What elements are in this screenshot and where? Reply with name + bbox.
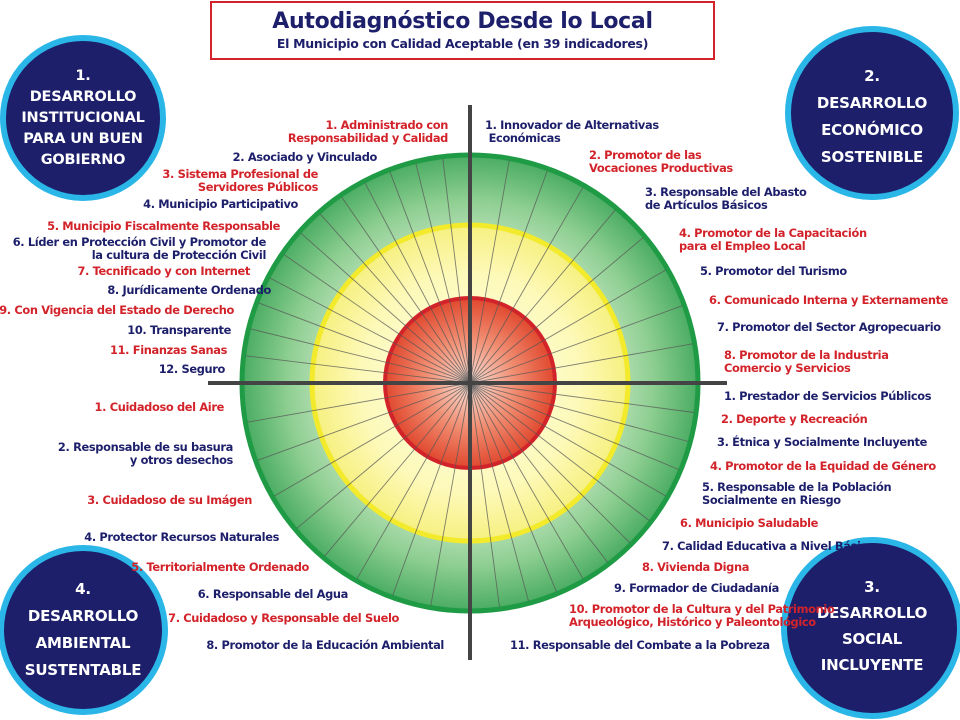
ambiental-spoke-1 [430,382,471,606]
ambiental-spoke-5 [296,382,471,529]
ambiental-spoke-2 [392,382,471,596]
section-circle-2 [785,26,959,200]
institucional-indicator-1: 1. Administrado con Responsabilidad y Ca… [287,118,449,145]
economico-spoke-3 [469,187,584,384]
section-label-3: 3. DESARROLLO SOCIAL INCLUYENTE [816,578,928,674]
ambiental-spoke-3 [356,382,471,579]
economico-indicator-7: 7. Promotor del Sector Agropecuario [717,320,941,334]
social-indicator-2: 2. Deporte y Recreación [721,412,868,426]
ambiental-spoke-4 [324,382,471,557]
institucional-indicator-9: 9. Con Vigencia del Estado de Derecho [0,303,234,317]
indicator-spokes [245,158,695,608]
institucional-spoke-8 [341,196,471,384]
institucional-spoke-6 [300,232,471,384]
ambiental-indicator-1: 1. Cuidadoso del Aire [94,400,225,414]
social-indicator-5: 5. Responsable de la Población Socialmen… [702,480,892,507]
social-spoke-10 [469,382,529,602]
ambiental-indicator-6: 6. Responsable del Agua [197,587,349,601]
social-spoke-9 [469,382,557,592]
section-circle-4 [0,545,168,715]
social-spoke-2 [469,382,689,442]
institucional-indicator-2: 2. Asociado y Vinculado [232,150,378,164]
institucional-spoke-1 [245,355,471,384]
social-indicator-6: 6. Municipio Saludable [680,516,819,530]
ambiental-spoke-8 [247,382,471,423]
social-spoke-8 [469,382,584,579]
section-label-1: 1. DESARROLLO INSTITUCIONAL PARA UN BUEN… [21,68,145,168]
section-circle-3 [781,537,960,719]
social-spoke-4 [469,382,666,497]
section-label-2: 2. DESARROLLO ECONÓMICO SOSTENIBLE [816,67,928,166]
institucional-spoke-10 [389,171,471,384]
economico-spoke-2 [469,170,548,384]
institucional-indicator-7: 7. Tecnificado y con Internet [77,264,250,278]
ambiental-indicator-7: 7. Cuidadoso y Responsable del Suelo [168,611,399,625]
social-indicator-7: 7. Calidad Educativa a Nivel Básico [662,539,875,553]
economico-indicator-3: 3. Responsable del Abasto de Artículos B… [645,185,807,212]
page-subtitle: El Municipio con Calidad Aceptable (en 3… [276,36,649,51]
economico-indicator-6: 6. Comunicado Interna y Externamente [709,293,949,307]
ambiental-indicator-4: 4. Protector Recursos Naturales [84,530,279,544]
institucional-indicator-8: 8. Jurídicamente Ordenado [107,283,271,297]
institucional-spoke-11 [415,163,471,384]
institucional-indicator-4: 4. Municipio Participativo [143,197,298,211]
ambiental-indicator-2: 2. Responsable de su basura y otros dese… [57,440,233,467]
social-spoke-7 [469,382,608,563]
social-spoke-3 [469,382,679,470]
institucional-spoke-7 [319,213,471,384]
institucional-spoke-2 [250,328,471,384]
social-indicator-1: 1. Prestador de Servicios Públicos [724,389,932,403]
economico-spoke-4 [469,209,616,384]
economico-indicator-4: 4. Promotor de la Capacitación para el E… [679,226,867,253]
institucional-spoke-3 [258,302,471,384]
economico-indicator-2: 2. Promotor de las Vocaciones Productiva… [589,148,733,175]
social-spoke-11 [469,382,500,608]
social-spoke-1 [469,382,695,413]
economico-spoke-6 [469,269,666,384]
economico-spoke-5 [469,237,644,384]
institucional-indicator-10: 10. Transparente [127,323,231,337]
social-spoke-6 [469,382,631,544]
economico-indicator-8: 8. Promotor de la Industria Comercio y S… [724,348,889,375]
institucional-indicator-12: 12. Seguro [158,362,226,376]
ambiental-indicator-5: 5. Territorialmente Ordenado [131,560,309,574]
ambiental-spoke-6 [274,382,471,497]
section-circle-1 [0,35,166,201]
institucional-spoke-9 [364,182,471,384]
social-indicator-10: 10. Promotor de la Cultura y del Patrimo… [569,602,835,629]
economico-spoke-8 [469,343,693,384]
social-indicator-8: 8. Vivienda Digna [642,560,750,574]
economico-spoke-1 [469,160,510,384]
institucional-indicator-6: 6. Líder en Protección Civil y Promotor … [12,235,267,262]
social-indicator-4: 4. Promotor de la Equidad de Género [710,459,936,473]
institucional-spoke-5 [283,254,471,384]
institucional-indicator-11: 11. Finanzas Sanas [110,343,227,357]
social-spoke-5 [469,382,650,521]
social-indicator-9: 9. Formador de Ciudadanía [614,581,779,595]
economico-indicator-5: 5. Promotor del Turismo [700,264,847,278]
institucional-indicator-3: 3. Sistema Profesional de Servidores Púb… [162,167,318,194]
institucional-spoke-12 [442,158,471,384]
page-title: Autodiagnóstico Desde lo Local [272,9,653,34]
economico-indicator-1: 1. Innovador de Alternativas Económicas [485,118,659,145]
ambiental-indicator-8: 8. Promotor de la Educación Ambiental [206,638,444,652]
social-indicator-3: 3. Étnica y Socialmente Incluyente [717,435,928,449]
ambiental-indicator-3: 3. Cuidadoso de su Imágen [87,493,252,507]
ambiental-spoke-7 [257,382,471,461]
social-indicator-11: 11. Responsable del Combate a la Pobreza [510,638,770,652]
economico-spoke-7 [469,305,683,384]
institucional-indicator-5: 5. Municipio Fiscalmente Responsable [47,219,280,233]
section-label-4: 4. DESARROLLO AMBIENTAL SUSTENTABLE [24,580,142,679]
title-box: Autodiagnóstico Desde lo Local El Munici… [210,1,715,60]
institucional-spoke-4 [269,277,471,384]
